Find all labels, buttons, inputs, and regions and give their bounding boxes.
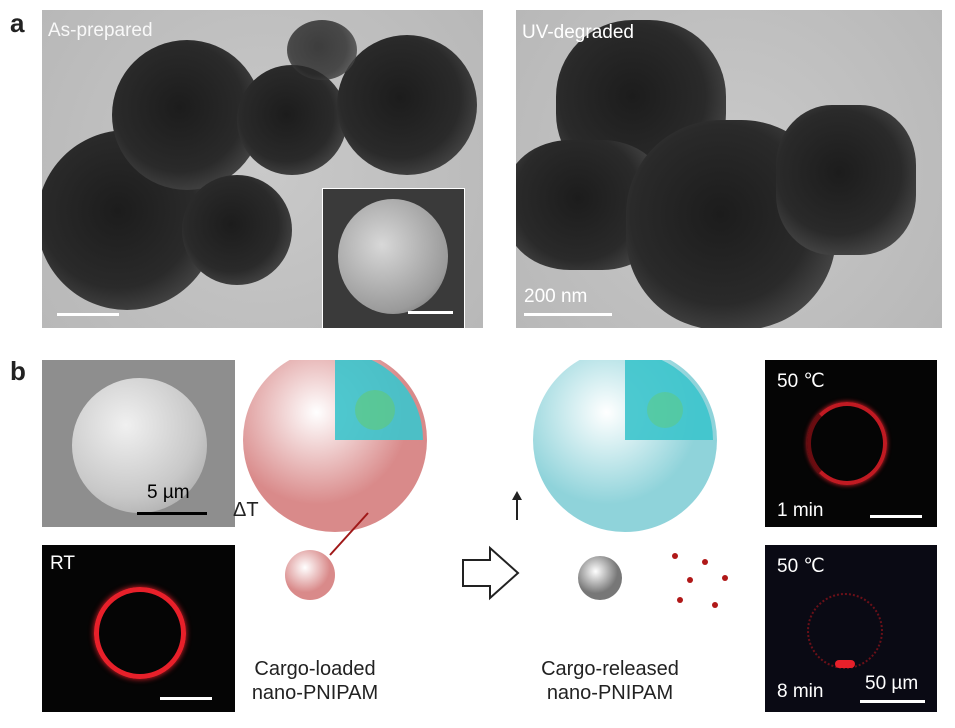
scale-bar (137, 512, 207, 515)
caption-line: Cargo-released (541, 658, 679, 680)
label-uv-degraded: UV-degraded (522, 22, 634, 43)
particle (237, 65, 347, 175)
scale-label: 200 nm (524, 286, 588, 307)
particle (337, 35, 477, 175)
label-as-prepared: As-prepared (48, 20, 153, 41)
scale-bar (57, 313, 119, 316)
fluorescence-rt: RT (42, 545, 235, 712)
fluorescent-ring (94, 587, 186, 679)
inset-particle (338, 199, 448, 314)
sem-image: 5 µm (42, 360, 235, 527)
caption-line: nano-PNIPAM (546, 682, 674, 704)
faded-ring (807, 593, 883, 669)
caption-line: nano-PNIPAM (251, 682, 379, 704)
scale-bar (408, 311, 453, 314)
time-label: 8 min (777, 681, 824, 702)
nanocapsule-loaded (243, 360, 427, 532)
particle (287, 20, 357, 80)
process-arrow (462, 545, 520, 601)
tem-image-uv-degraded: UV-degraded 200 nm (516, 10, 942, 328)
label-rt: RT (50, 553, 75, 574)
temp-label: 50 ℃ (777, 556, 825, 577)
fluorescent-ring (807, 402, 887, 485)
caption-line: Cargo-loaded (254, 658, 376, 680)
panel-label-b: b (10, 356, 26, 386)
pointer-arrow (329, 512, 369, 556)
fluorescent-spot (835, 660, 855, 668)
schematic (243, 360, 728, 608)
fluorescence-8min: 50 ℃ 8 min 50 µm (765, 545, 937, 712)
tem-image-as-prepared: As-prepared (42, 10, 483, 328)
scale-label: 50 µm (865, 673, 919, 694)
released-cargo-dots (672, 553, 728, 608)
sem-inset (322, 188, 465, 328)
time-label: 1 min (777, 500, 824, 521)
scale-bar (860, 700, 925, 703)
released-particle (578, 556, 622, 600)
degraded-particle (776, 105, 916, 255)
loaded-particle (285, 550, 335, 600)
scale-bar (524, 313, 612, 316)
fluorescence-1min: 50 ℃ 1 min (765, 360, 937, 527)
temp-label: 50 ℃ (777, 371, 825, 392)
scale-label: 5 µm (147, 482, 190, 503)
scale-bar (160, 697, 212, 700)
nanocapsule-released (533, 360, 717, 532)
particle (182, 175, 292, 285)
stimulus-label: ΔT (233, 499, 259, 521)
up-arrow-icon (512, 491, 522, 520)
scale-bar (870, 515, 922, 518)
panel-label-a: a (10, 8, 25, 38)
sem-particle (72, 378, 207, 513)
